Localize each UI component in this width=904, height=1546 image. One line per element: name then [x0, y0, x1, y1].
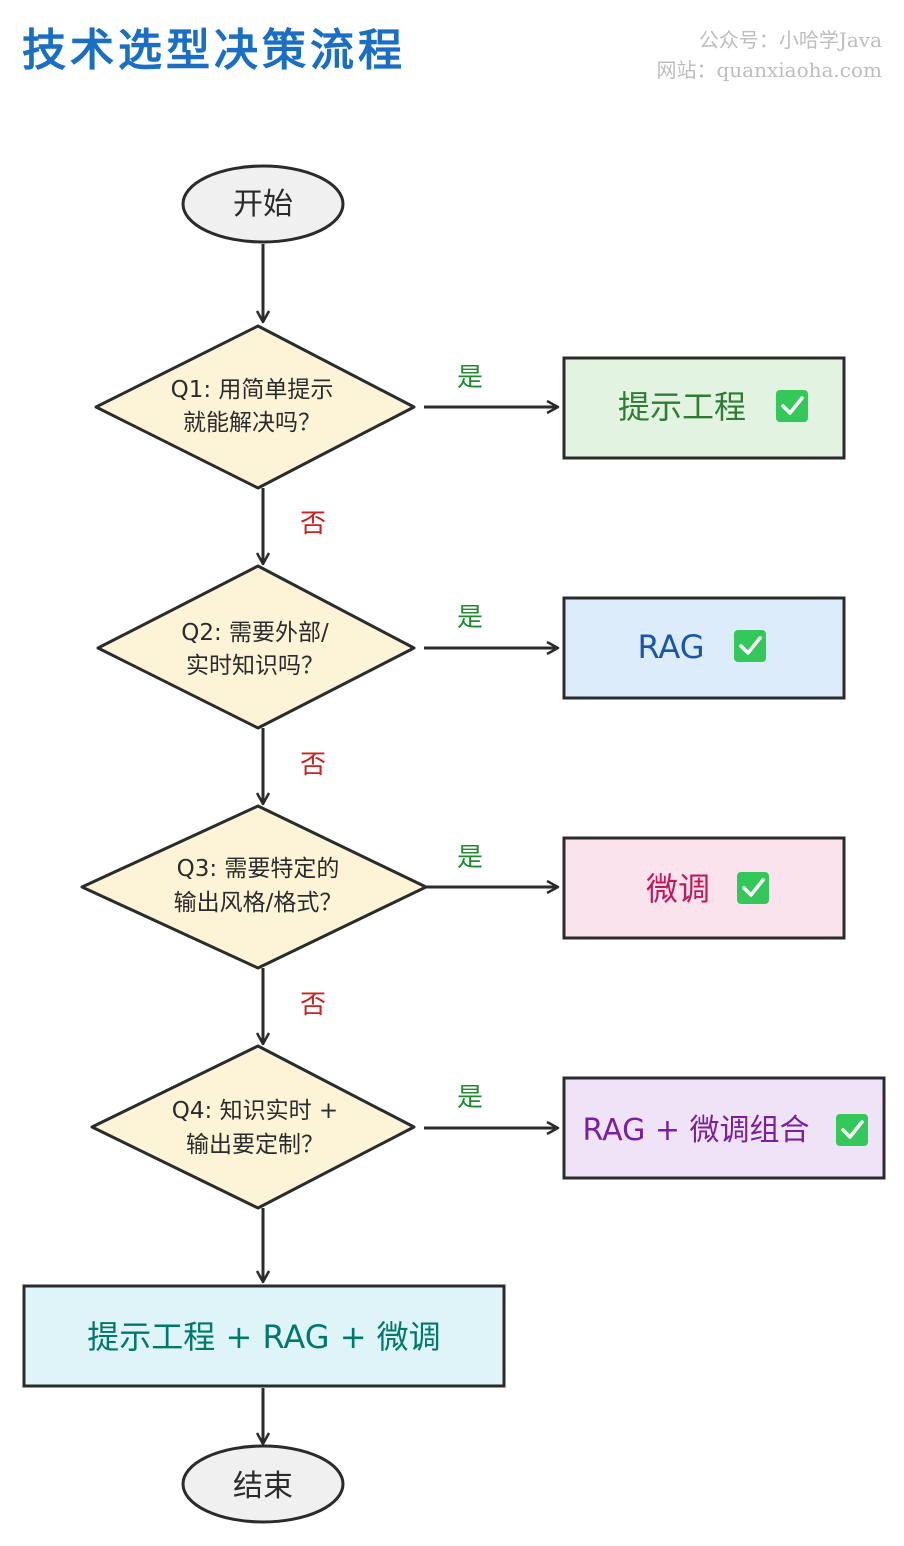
- outcome-rag-finetune-combo: RAG + 微调组合: [562, 1076, 886, 1180]
- decision-q1: Q1: 用简单提示 就能解决吗？: [94, 324, 416, 490]
- q3-line2: 输出风格/格式？: [174, 890, 343, 916]
- watermark-account: 公众号：小哈学Java: [698, 28, 882, 52]
- end-node: 结束: [181, 1444, 345, 1524]
- decision-q3: Q3: 需要特定的 输出风格/格式？: [80, 804, 428, 970]
- start-node: 开始: [181, 164, 345, 244]
- final-combined-label: 提示工程 + RAG + 微调: [87, 1318, 440, 1356]
- no-label-q1: 否: [300, 509, 326, 539]
- final-combined-node: 提示工程 + RAG + 微调: [22, 1284, 506, 1388]
- outcome-combo-label: RAG + 微调组合: [582, 1113, 809, 1148]
- no-label-q2: 否: [300, 750, 326, 780]
- outcome-rag-label: RAG: [637, 628, 704, 666]
- check-icon: [776, 390, 808, 422]
- yes-label-q1: 是: [457, 363, 483, 393]
- check-icon: [836, 1114, 868, 1146]
- end-label: 结束: [233, 1469, 293, 1504]
- outcome-prompt-engineering: 提示工程: [562, 356, 846, 460]
- decision-q2: Q2: 需要外部/ 实时知识吗？: [96, 564, 416, 730]
- outcome-rag: RAG: [562, 596, 846, 700]
- no-label-q3: 否: [300, 990, 326, 1020]
- yes-label-q2: 是: [457, 603, 483, 633]
- q2-line2: 实时知识吗？: [186, 653, 324, 679]
- outcome-fine-tuning-label: 微调: [646, 870, 710, 908]
- check-icon: [734, 630, 766, 662]
- check-icon: [737, 872, 769, 904]
- q1-line2: 就能解决吗？: [183, 410, 321, 436]
- watermark-site: 网站：quanxiaoha.com: [656, 58, 883, 82]
- start-label: 开始: [233, 187, 293, 222]
- yes-label-q3: 是: [457, 843, 483, 873]
- outcome-fine-tuning: 微调: [562, 836, 846, 940]
- outcome-prompt-engineering-label: 提示工程: [618, 388, 746, 426]
- q3-line1: Q3: 需要特定的: [177, 856, 340, 882]
- yes-label-q4: 是: [457, 1083, 483, 1113]
- q4-line1: Q4: 知识实时 +: [172, 1098, 338, 1124]
- q1-line1: Q1: 用简单提示: [171, 377, 334, 403]
- q4-line2: 输出要定制？: [186, 1132, 324, 1158]
- page-title: 技术选型决策流程: [22, 25, 406, 76]
- q2-line1: Q2: 需要外部/: [181, 620, 329, 646]
- decision-q4: Q4: 知识实时 + 输出要定制？: [90, 1044, 416, 1210]
